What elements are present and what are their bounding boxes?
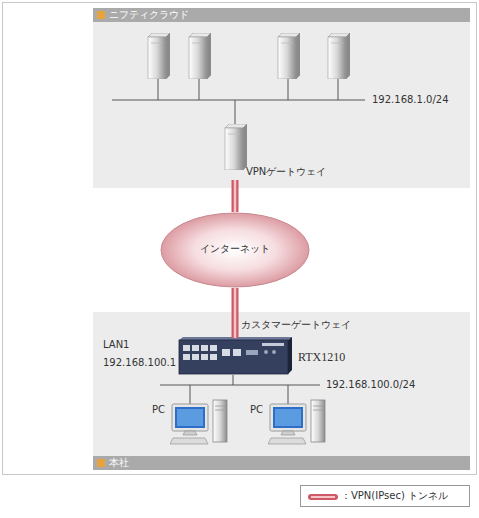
gateway-node: VPNゲートウェイ [222, 122, 334, 180]
tunnel-swatch [307, 492, 339, 502]
device-label: PC [152, 404, 165, 416]
interface-name: LAN1 [103, 339, 129, 351]
frame [3, 3, 477, 475]
tunnel-inner [234, 180, 237, 212]
subnet-label: 192.168.1.0/24 [372, 94, 449, 106]
router-node: カスタマーゲートウェイRTX1210 [175, 338, 293, 376]
device-label: PC [250, 404, 263, 416]
tunnel-inner [234, 288, 237, 338]
gateway-label: カスタマーゲートウェイ [241, 319, 351, 331]
region-heading: 本社 [109, 457, 129, 469]
model-name: RTX1210 [298, 350, 345, 364]
network-cloud: インターネット [160, 212, 310, 288]
region-heading: ニフティクラウド [109, 9, 189, 21]
vpn-tunnel [235, 180, 236, 212]
tunnel-outer [232, 288, 239, 338]
subnet-label: 192.168.100.0/24 [326, 379, 415, 391]
cloud-label: インターネット [160, 243, 310, 255]
head-office-illustration [93, 312, 470, 470]
gateway-label: VPNゲートウェイ [246, 166, 326, 178]
router-rtx1210 [175, 338, 293, 376]
region-panel: 本社 カスタマーゲートウェイRTX1210 [93, 312, 470, 470]
ip-address: 192.168.100.1 [103, 357, 176, 369]
vpn-tunnel [235, 288, 236, 338]
legend-text: ：VPN(IPsec) トンネル [341, 490, 448, 502]
tunnel-outer [232, 180, 239, 212]
legend-box: ：VPN(IPsec) トンネル [300, 485, 470, 507]
